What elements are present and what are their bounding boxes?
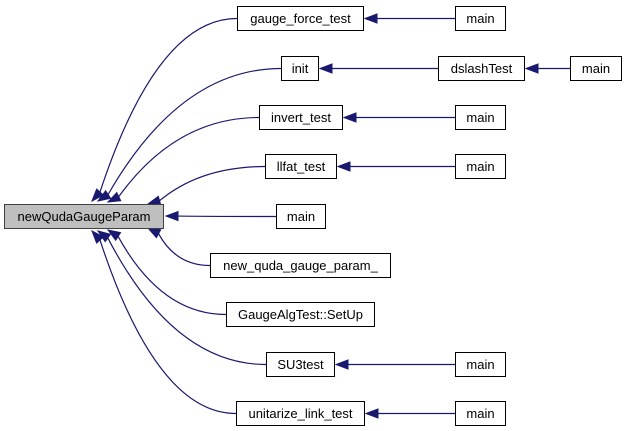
node-dslashtest[interactable]: dslashTest [438,56,525,81]
node-gauge-force-test[interactable]: gauge_force_test [237,6,364,31]
edge-line [107,237,267,366]
node-main-unitarize[interactable]: main [455,401,506,426]
node-main-gauge-force[interactable]: main [455,6,506,31]
edge-line [118,116,260,198]
edge-nqgp-to-root [146,227,211,267]
edge-su3-to-root [96,230,267,366]
arrowhead-icon [106,229,122,242]
node-main-llfat[interactable]: main [455,154,506,179]
arrowhead-icon [318,63,333,74]
edge-main_su3-to-su3 [334,359,455,370]
edge-invert-to-root [106,116,260,203]
node-main-su3[interactable]: main [455,352,506,377]
edge-unit-to-root [91,229,237,415]
arrowhead-icon [364,408,379,419]
edge-line [99,239,237,415]
arrowhead-icon [96,189,112,202]
arrowhead-icon [336,161,351,172]
arrowhead-icon [91,229,105,244]
edge-llfat-to-root [146,165,266,206]
edge-main_gft-to-gft [363,13,455,24]
edge-setup-to-root [106,229,227,316]
arrowhead-icon [91,188,105,203]
edge-main_llfat-to-llfat [336,161,455,172]
arrowhead-icon [524,63,539,74]
edge-line [159,165,266,202]
arrowhead-icon [146,227,162,239]
node-main-invert[interactable]: main [455,105,506,130]
edge-gft-to-root [91,17,238,203]
node-invert-test[interactable]: invert_test [259,105,343,130]
node-unitarize-link-test[interactable]: unitarize_link_test [236,401,365,426]
edge-main_c-to-root [164,210,277,222]
node-su3test[interactable]: SU3test [266,352,335,377]
edge-main_invert-to-invert [342,112,455,123]
node-newQudaGaugeParam[interactable]: newQudaGaugeParam [4,204,164,229]
node-init[interactable]: init [281,56,319,81]
node-main-dslash[interactable]: main [570,56,622,81]
arrowhead-icon [342,112,357,123]
edge-init-to-root [96,67,282,202]
node-new-quda-gauge-param[interactable]: new_quda_gauge_param_ [210,253,391,278]
edge-line [99,17,238,193]
node-llfat-test[interactable]: llfat_test [265,154,337,179]
arrowhead-icon [164,210,179,222]
edge-main_unit-to-unit [364,408,455,419]
edge-line [107,67,282,195]
node-gaugealgtest-setup[interactable]: GaugeAlgTest::SetUp [226,302,375,327]
node-main[interactable]: main [276,204,326,229]
edge-main_dslash-to-dslash [524,63,570,74]
arrowhead-icon [106,191,122,203]
arrowhead-icon [363,13,378,24]
edge-line [117,236,227,316]
edge-dslash-to-init [318,63,438,74]
arrowhead-icon [334,359,349,370]
edge-line [158,233,211,267]
